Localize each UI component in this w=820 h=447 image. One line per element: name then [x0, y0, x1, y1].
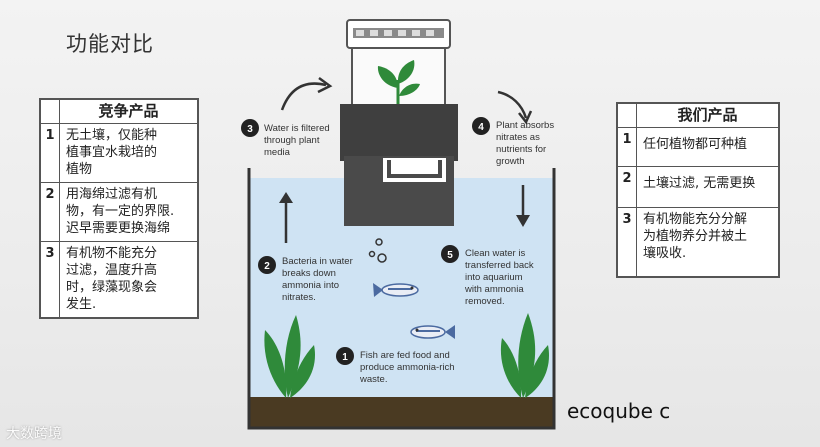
brand-label: ecoqube c — [567, 399, 671, 423]
bubbles — [368, 238, 387, 263]
svg-text:1: 1 — [342, 352, 348, 363]
step-4-text: Plant absorbs nitrates as nutrients for … — [496, 120, 554, 167]
svg-text:transferred back: transferred back — [465, 260, 534, 271]
svg-text:nutrients for: nutrients for — [496, 144, 546, 155]
table-row: 2 土壤过滤, 无需更换 — [618, 167, 778, 208]
svg-text:Water is filtered: Water is filtered — [264, 123, 330, 134]
top-plant — [377, 60, 420, 105]
filter-device — [340, 104, 458, 226]
svg-text:with ammonia: with ammonia — [464, 284, 524, 295]
page-title: 功能对比 — [66, 32, 154, 56]
flow-arrow-right — [497, 90, 528, 119]
step-5-text: Clean water is transferred back into aqu… — [464, 248, 534, 307]
flow-arrow-up-left — [280, 82, 327, 111]
svg-text:produce ammonia-rich: produce ammonia-rich — [360, 362, 455, 373]
svg-text:nitrates.: nitrates. — [282, 292, 316, 303]
table-row: 2 用海绵过滤有机 物，有一定的界限. 迟早需要更换海绵 — [41, 183, 197, 242]
tank-wall — [247, 168, 556, 430]
svg-text:removed.: removed. — [465, 296, 505, 307]
svg-text:into aquarium: into aquarium — [465, 272, 523, 283]
our-product-table: 我们产品 1 任何植物都可种植 2 土壤过滤, 无需更换 3 有机物能充分分解 … — [616, 102, 780, 278]
step-marker-3: 3 — [241, 119, 259, 137]
table-row: 3 有机物不能充分 过滤，温度升高 时，绿藻现象会 发生. — [41, 242, 197, 317]
svg-text:Plant absorbs: Plant absorbs — [496, 120, 554, 131]
competitor-table-header: 竞争产品 — [41, 100, 197, 124]
svg-text:3: 3 — [247, 124, 253, 135]
svg-text:breaks down: breaks down — [282, 268, 336, 279]
fish-2 — [410, 325, 455, 339]
our-product-table-header: 我们产品 — [618, 104, 778, 128]
svg-text:Fish are fed food and: Fish are fed food and — [360, 350, 450, 361]
competitor-table: 竞争产品 1 无土壤，仅能种 植事宜水栽培的 植物 2 用海绵过滤有机 物，有一… — [39, 98, 199, 319]
svg-text:5: 5 — [447, 250, 453, 261]
svg-text:2: 2 — [264, 261, 270, 272]
plant-left — [264, 315, 315, 398]
svg-text:media: media — [264, 147, 291, 158]
watermark: 大数跨境 — [6, 426, 62, 442]
table-row: 3 有机物能充分分解 为植物养分并被土 壤吸收. — [618, 208, 778, 276]
svg-text:waste.: waste. — [359, 374, 387, 385]
svg-text:Clean water is: Clean water is — [465, 248, 525, 259]
svg-text:nitrates as: nitrates as — [496, 132, 540, 143]
step-marker-5: 5 — [441, 245, 459, 263]
svg-text:through plant: through plant — [264, 135, 320, 146]
step-marker-4: 4 — [472, 117, 490, 135]
svg-text:Bacteria in water: Bacteria in water — [282, 256, 353, 267]
step-marker-1: 1 — [336, 347, 354, 365]
svg-text:4: 4 — [478, 122, 484, 133]
plant-right — [500, 313, 550, 398]
step-2-text: Bacteria in water breaks down ammonia in… — [282, 256, 353, 303]
svg-text:ammonia into: ammonia into — [282, 280, 339, 291]
svg-text:growth: growth — [496, 156, 525, 167]
step-1-text: Fish are fed food and produce ammonia-ri… — [359, 350, 455, 385]
table-row: 1 任何植物都可种植 — [618, 128, 778, 167]
soil-layer — [249, 397, 554, 427]
fish-1 — [373, 283, 419, 297]
step-3-text: Water is filtered through plant media — [264, 123, 330, 158]
step-marker-2: 2 — [258, 256, 276, 274]
table-row: 1 无土壤，仅能种 植事宜水栽培的 植物 — [41, 124, 197, 183]
